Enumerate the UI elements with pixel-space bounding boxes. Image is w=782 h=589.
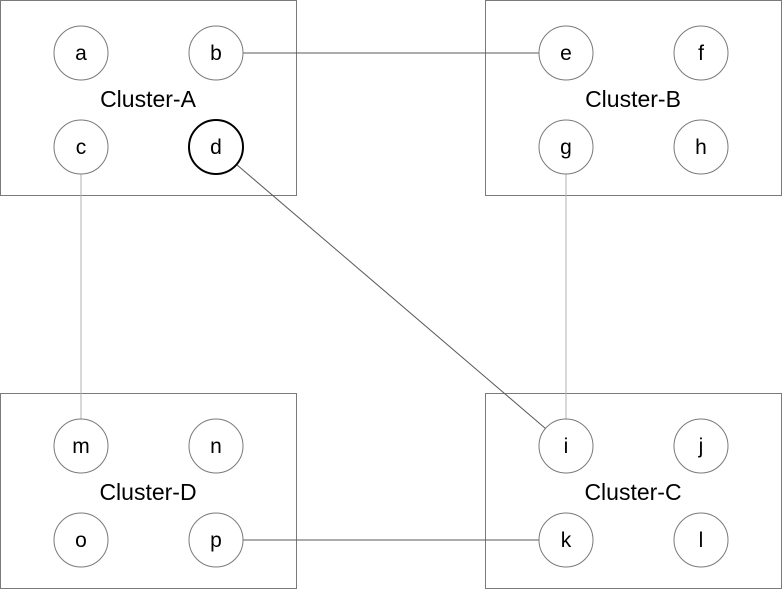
node-c[interactable]: c [53,119,109,175]
node-circle-a[interactable] [53,25,109,81]
cluster-label-c: Cluster-C [584,479,681,505]
node-label-f: f [698,42,704,65]
node-label-d: d [210,136,222,159]
node-label-p: p [210,529,222,552]
node-e[interactable]: e [538,25,594,81]
node-m[interactable]: m [53,418,109,474]
node-label-k: k [561,529,572,552]
node-circle-m[interactable] [53,418,109,474]
node-label-g: g [560,136,572,159]
node-circle-e[interactable] [538,25,594,81]
node-l[interactable]: l [673,512,729,568]
node-label-m: m [72,435,90,458]
cluster-box-a[interactable] [0,0,297,196]
node-f[interactable]: f [673,25,729,81]
node-g[interactable]: g [538,119,594,175]
node-circle-b[interactable] [188,25,244,81]
node-circle-d[interactable] [188,119,244,175]
node-label-e: e [560,42,572,65]
nodes: a b c d e f g h i j k l m n o p [53,25,729,568]
cluster-box-b[interactable] [485,0,782,196]
node-label-o: o [75,529,87,552]
node-d[interactable]: d [188,119,244,175]
cluster-box-d[interactable] [0,393,297,589]
node-label-h: h [695,136,707,159]
node-k[interactable]: k [538,512,594,568]
node-label-a: a [75,42,87,65]
node-circle-g[interactable] [538,119,594,175]
node-o[interactable]: o [53,512,109,568]
node-a[interactable]: a [53,25,109,81]
node-circle-f[interactable] [673,25,729,81]
node-circle-c[interactable] [53,119,109,175]
edges [80,52,567,541]
cluster-label-a: Cluster-A [100,86,197,112]
node-circle-h[interactable] [673,119,729,175]
cluster-box-c[interactable] [485,393,782,589]
node-label-n: n [210,435,222,458]
node-j[interactable]: j [673,418,729,474]
node-circle-o[interactable] [53,512,109,568]
node-p[interactable]: p [188,512,244,568]
node-i[interactable]: i [538,418,594,474]
cluster-label-b: Cluster-B [585,86,681,112]
node-circle-l[interactable] [673,512,729,568]
node-circle-n[interactable] [188,418,244,474]
node-b[interactable]: b [188,25,244,81]
node-circle-k[interactable] [538,512,594,568]
node-circle-p[interactable] [188,512,244,568]
node-circle-j[interactable] [673,418,729,474]
cluster-labels: Cluster-A Cluster-B Cluster-C Cluster-D [99,86,681,505]
node-h[interactable]: h [673,119,729,175]
edge-d-i[interactable] [236,164,546,429]
node-label-b: b [210,42,222,65]
node-label-i: i [564,435,569,458]
node-circle-i[interactable] [538,418,594,474]
node-label-j: j [698,435,704,458]
node-label-c: c [76,136,87,159]
cluster-label-d: Cluster-D [99,479,196,505]
node-n[interactable]: n [188,418,244,474]
node-label-l: l [699,529,704,552]
